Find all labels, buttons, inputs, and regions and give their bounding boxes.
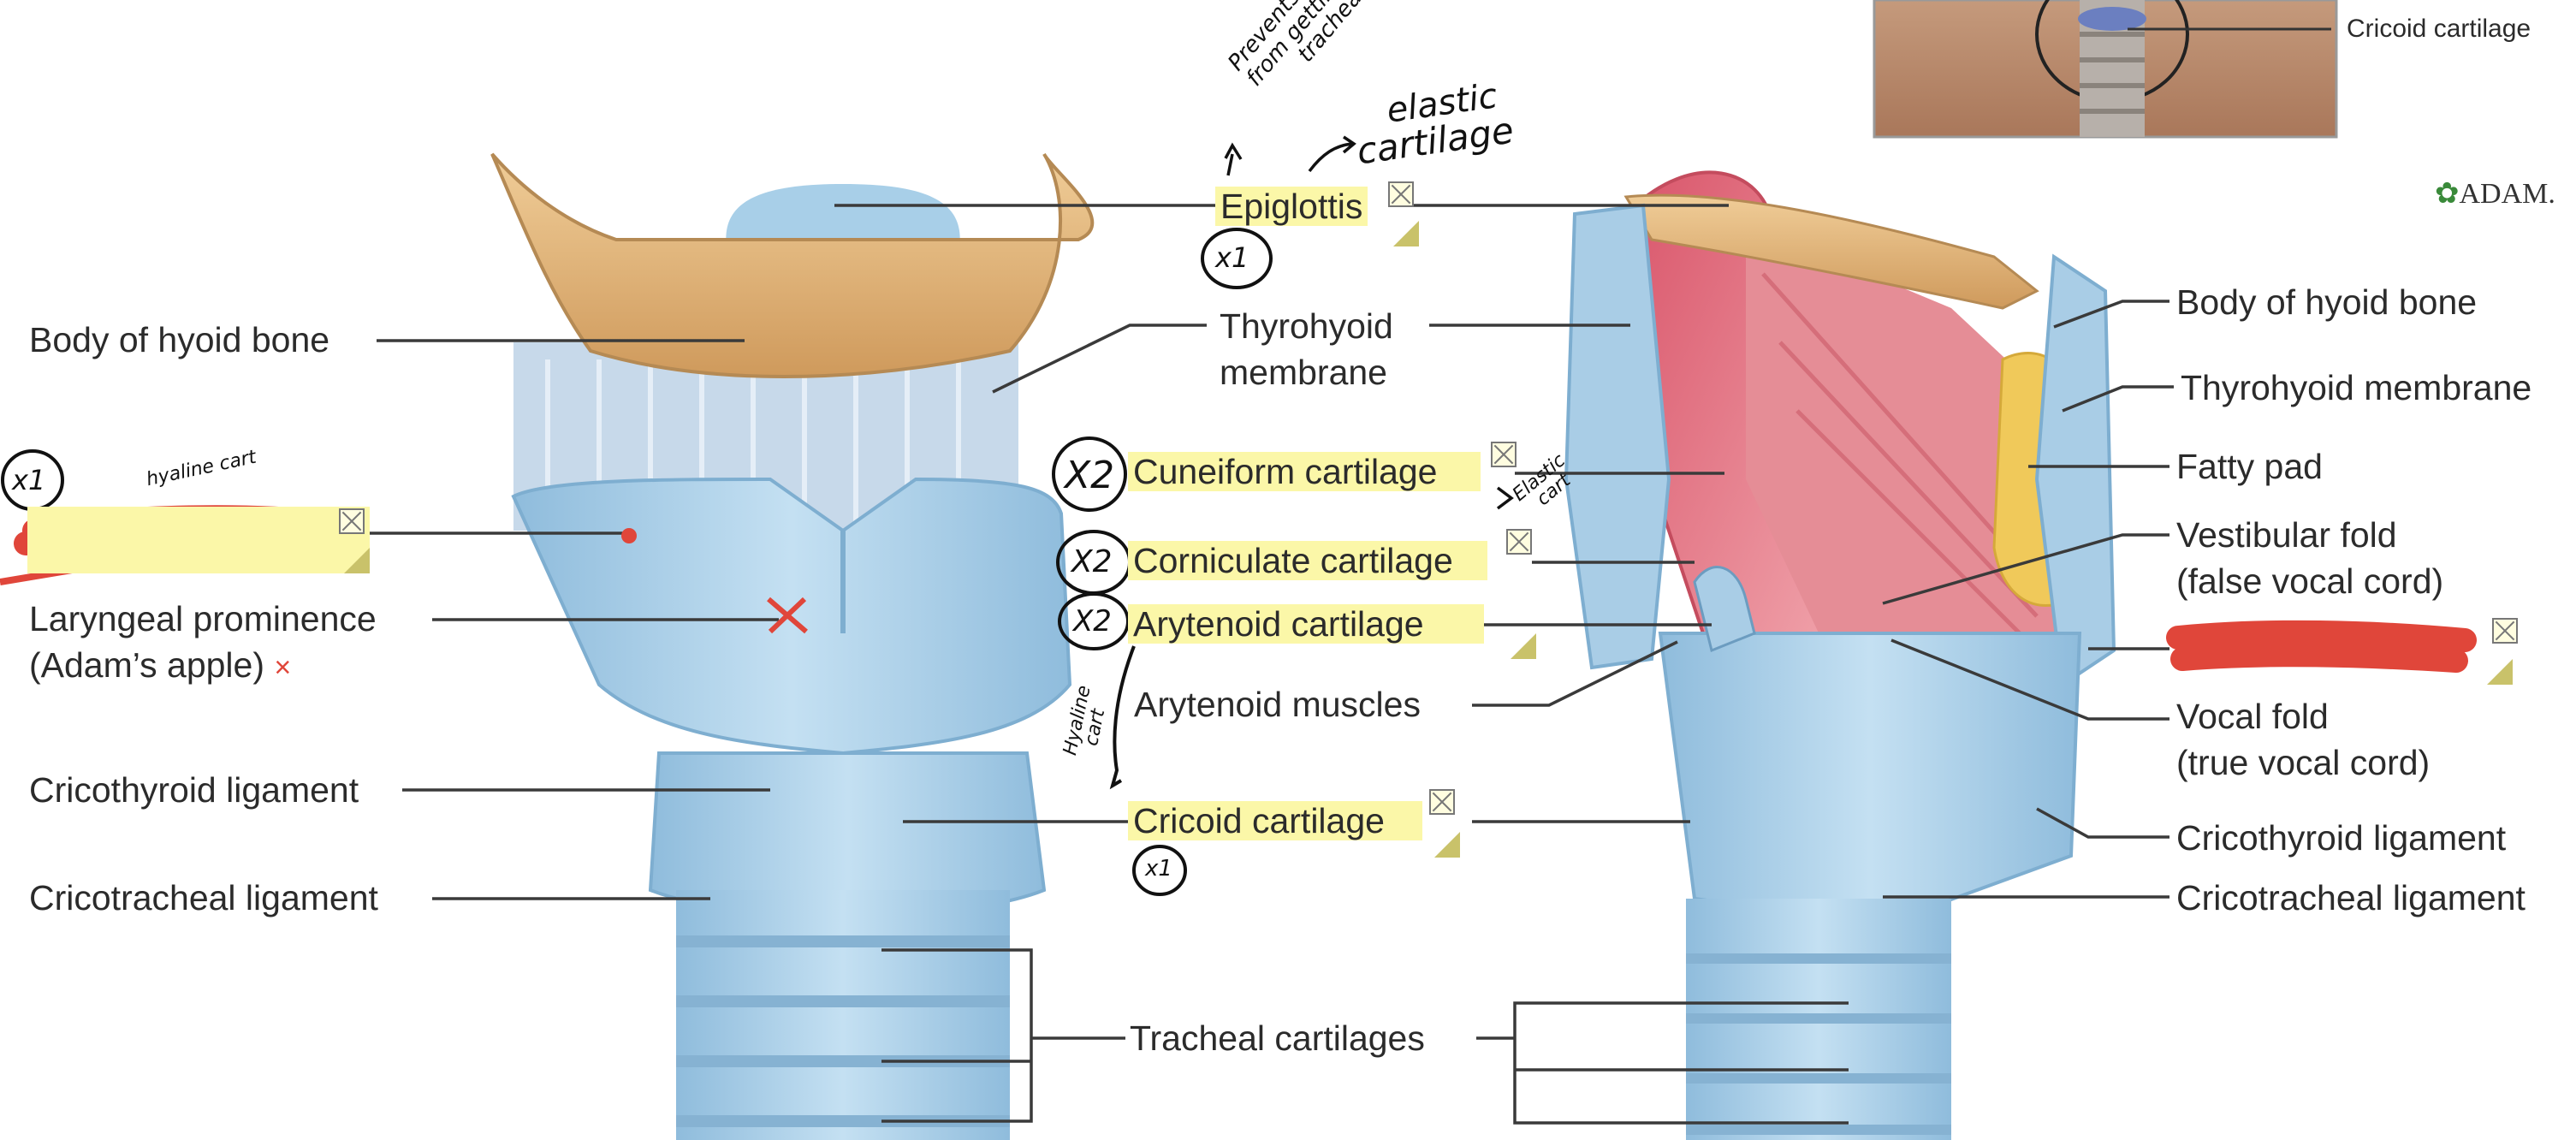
anterior-larynx bbox=[490, 152, 1095, 1140]
label-false-vocal-cord: (false vocal cord) bbox=[2176, 561, 2444, 601]
label-thyrohyoid-2: membrane bbox=[1220, 353, 1387, 392]
label-true-vocal-cord: (true vocal cord) bbox=[2176, 743, 2431, 782]
label-arytenoid-muscles: Arytenoid muscles bbox=[1134, 685, 1421, 724]
handwritten-brace-elastic bbox=[1496, 486, 1514, 510]
label-cricotracheal-left: Cricotracheal ligament bbox=[29, 878, 378, 917]
label-cuneiform: Cuneiform cartilage bbox=[1128, 448, 1481, 495]
label-corniculate: Corniculate cartilage bbox=[1128, 537, 1487, 584]
corner-fold-icon bbox=[1393, 221, 1419, 246]
red-cross-mark bbox=[767, 597, 808, 634]
inset-neck-image bbox=[1873, 0, 2338, 139]
label-cricotracheal-right: Cricotracheal ligament bbox=[2176, 878, 2526, 917]
handwritten-arrow-elastic bbox=[1308, 135, 1356, 173]
label-thyrohyoid-1: Thyrohyoid bbox=[1220, 306, 1393, 346]
handwritten-arrow-up bbox=[1224, 142, 1243, 176]
circle-x1-epiglottis bbox=[1201, 228, 1273, 289]
note-x1-epiglottis: x1 bbox=[1215, 241, 1249, 274]
handwritten-bracket bbox=[1109, 645, 1136, 790]
flag-icon bbox=[1429, 789, 1455, 815]
leaf-icon: ✿ bbox=[2435, 178, 2460, 210]
note-x2-arytenoid: X2 bbox=[1073, 604, 1112, 638]
label-vestibular-fold: Vestibular fold bbox=[2176, 515, 2397, 555]
redacted-label-box-left bbox=[27, 507, 370, 573]
label-vocal-fold: Vocal fold bbox=[2176, 697, 2329, 736]
corner-fold-icon bbox=[1511, 633, 1536, 659]
corner-fold-icon bbox=[2487, 659, 2513, 685]
leader-lines bbox=[368, 204, 2174, 1125]
circle-x1-cricoid bbox=[1132, 845, 1187, 896]
label-cricothyroid-left: Cricothyroid ligament bbox=[29, 770, 359, 810]
flag-icon bbox=[2492, 618, 2518, 644]
label-adams-apple: (Adam’s apple) × bbox=[29, 645, 292, 685]
circle-x2-cuneiform bbox=[1052, 436, 1127, 512]
corner-fold-icon bbox=[1434, 832, 1460, 858]
pin-dot bbox=[621, 528, 637, 543]
flag-icon bbox=[1506, 529, 1532, 555]
note-x1-cricoid: x1 bbox=[1145, 856, 1172, 882]
label-tracheal-cartilages: Tracheal cartilages bbox=[1130, 1018, 1425, 1058]
label-fatty-pad: Fatty pad bbox=[2176, 447, 2323, 486]
corner-fold-icon bbox=[344, 548, 370, 573]
flag-icon bbox=[339, 508, 365, 534]
label-body-hyoid-left: Body of hyoid bone bbox=[29, 320, 330, 359]
label-laryngeal-prominence: Laryngeal prominence bbox=[29, 599, 377, 638]
redaction-scribble-right bbox=[2166, 620, 2477, 673]
sagittal-larynx bbox=[1564, 170, 2116, 1140]
inset-cricoid-label: Cricoid cartilage bbox=[2347, 15, 2531, 43]
flag-icon bbox=[1491, 442, 1517, 467]
label-thyrohyoid-right: Thyrohyoid membrane bbox=[2181, 368, 2532, 407]
label-body-hyoid-right: Body of hyoid bone bbox=[2176, 282, 2478, 322]
label-cricoid: Cricoid cartilage bbox=[1128, 798, 1422, 844]
flag-icon bbox=[1388, 181, 1414, 207]
note-x2-corniculate: X2 bbox=[1071, 544, 1113, 579]
label-cricothyroid-right: Cricothyroid ligament bbox=[2176, 818, 2507, 858]
adam-logo: ✿ADAM. bbox=[2435, 178, 2555, 210]
label-epiglottis: Epiglottis bbox=[1215, 183, 1368, 229]
label-arytenoid: Arytenoid cartilage bbox=[1128, 601, 1484, 647]
note-x1-thyroid: x1 bbox=[12, 464, 46, 496]
note-x2-cuneiform: X2 bbox=[1065, 454, 1115, 497]
